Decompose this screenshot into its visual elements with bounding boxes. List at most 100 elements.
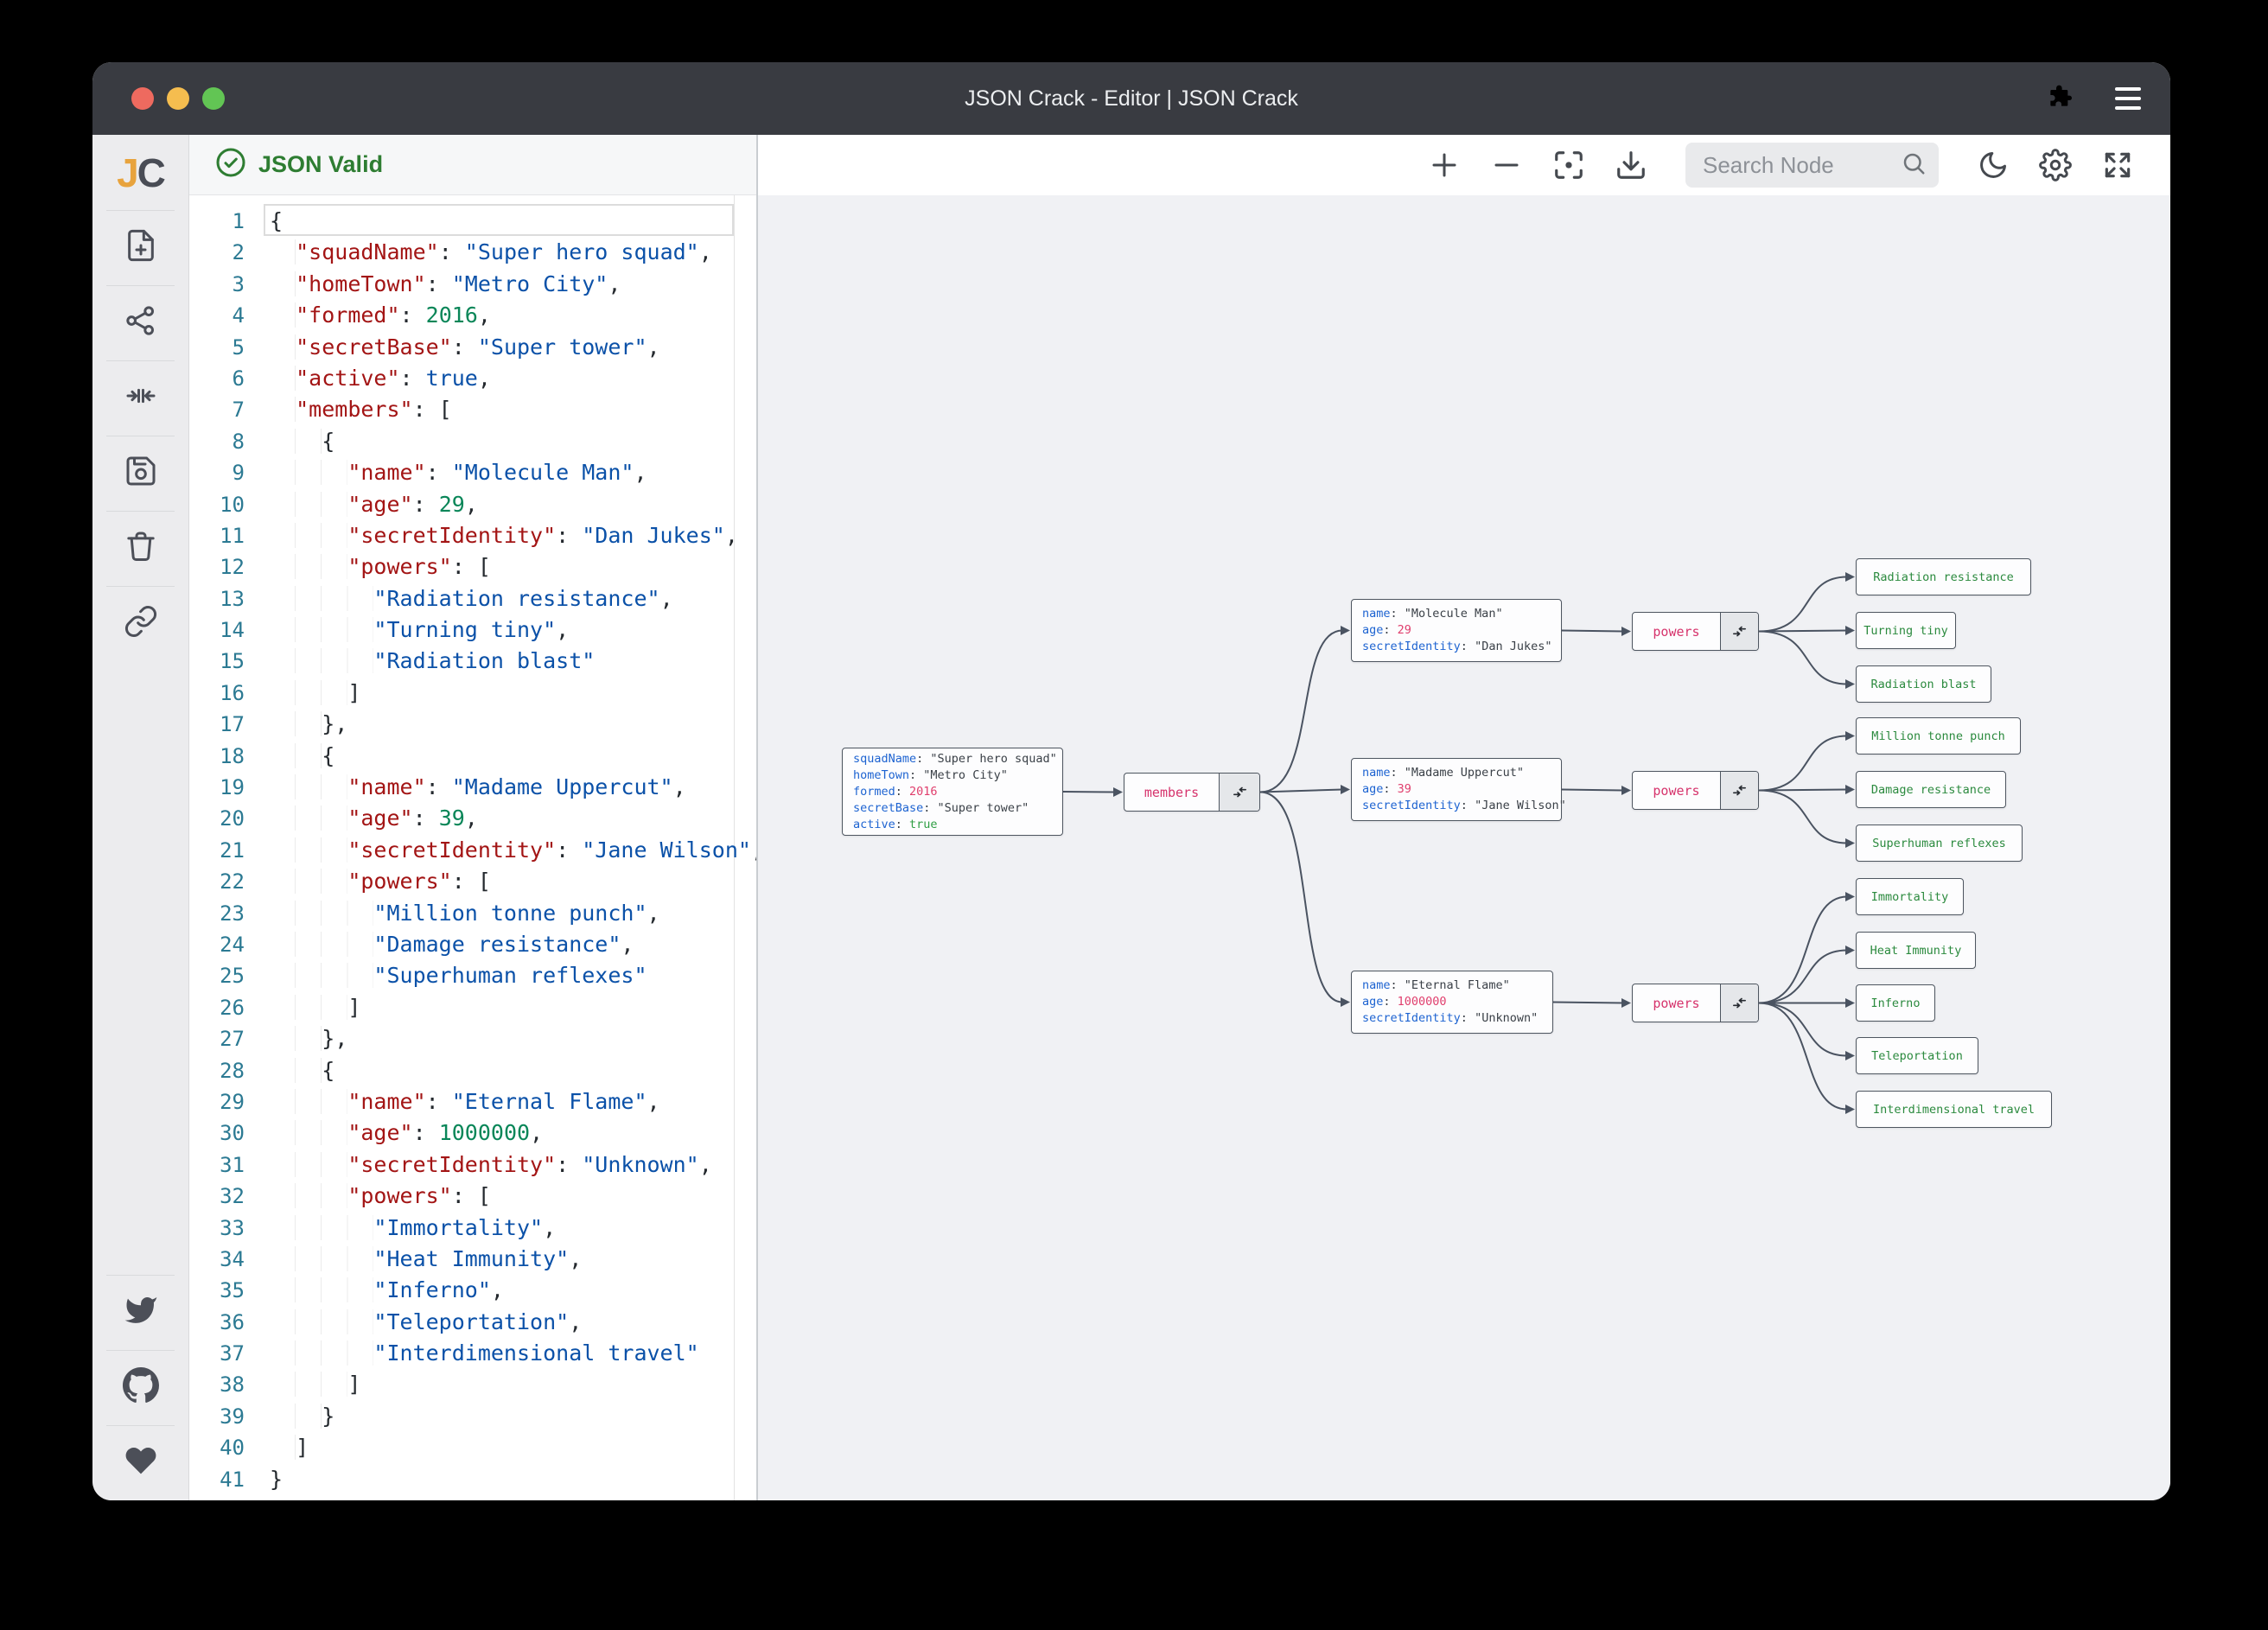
editor-line[interactable]: 22 "powers": [ [189, 866, 756, 897]
editor-line[interactable]: 14 "Turning tiny", [189, 614, 756, 646]
graph-node-leaf[interactable]: Interdimensional travel [1856, 1091, 2052, 1128]
editor-line[interactable]: 12 "powers": [ [189, 551, 756, 583]
editor-line[interactable]: 9 "name": "Molecule Man", [189, 457, 756, 488]
editor-line[interactable]: 7 "members": [ [189, 394, 756, 425]
editor-line[interactable]: 26 ] [189, 992, 756, 1023]
close-button[interactable] [131, 87, 154, 110]
graph-node-leaf[interactable]: Turning tiny [1856, 612, 1956, 649]
collapse-node-button[interactable] [1720, 772, 1758, 809]
editor-line[interactable]: 38 ] [189, 1369, 756, 1400]
graph-node-leaf[interactable]: Immortality [1856, 878, 1964, 915]
editor-line[interactable]: 18 { [189, 741, 756, 772]
graph-node-powers[interactable]: powers [1632, 771, 1759, 810]
sidebar-item-new-document[interactable] [92, 210, 188, 285]
collapse-node-button[interactable] [1720, 613, 1758, 650]
logo[interactable]: JC [92, 135, 188, 210]
graph-edge [1259, 788, 1343, 793]
extensions-puzzle-icon[interactable] [2046, 83, 2074, 115]
editor-line[interactable]: 10 "age": 29, [189, 489, 756, 520]
editor-line[interactable]: 31 "secretIdentity": "Unknown", [189, 1149, 756, 1181]
editor-line[interactable]: 33 "Immortality", [189, 1213, 756, 1244]
sidebar-item-twitter[interactable] [92, 1275, 188, 1350]
center-view-button[interactable] [1552, 149, 1585, 181]
line-number: 37 [220, 1341, 245, 1366]
sidebar-item-graph-view[interactable] [92, 285, 188, 360]
editor-line[interactable]: 8 { [189, 426, 756, 457]
editor-line[interactable]: 3 "homeTown": "Metro City", [189, 269, 756, 300]
editor-line[interactable]: 27 }, [189, 1023, 756, 1054]
editor-line[interactable]: 37 "Interdimensional travel" [189, 1338, 756, 1369]
line-number: 6 [232, 366, 245, 391]
editor-line[interactable]: 32 "powers": [ [189, 1181, 756, 1212]
editor-line[interactable]: 40 ] [189, 1432, 756, 1463]
graph-node-leaf[interactable]: Heat Immunity [1856, 932, 1976, 969]
sidebar-item-save[interactable] [92, 436, 188, 511]
editor-line[interactable]: 41} [189, 1464, 756, 1495]
settings-button[interactable] [2039, 149, 2072, 181]
editor-line[interactable]: 2 "squadName": "Super hero squad", [189, 237, 756, 268]
sidebar-item-github[interactable] [92, 1350, 188, 1425]
editor-line[interactable]: 24 "Damage resistance", [189, 929, 756, 960]
editor-line[interactable]: 15 "Radiation blast" [189, 646, 756, 677]
editor-line[interactable]: 17 }, [189, 709, 756, 740]
code-editor[interactable]: 1{2 "squadName": "Super hero squad",3 "h… [189, 195, 756, 1500]
menu-icon[interactable] [2115, 87, 2141, 110]
editor-line[interactable]: 21 "secretIdentity": "Jane Wilson", [189, 835, 756, 866]
collapse-node-button[interactable] [1720, 984, 1758, 1022]
toggle-theme-button[interactable] [1977, 149, 2010, 181]
editor-line[interactable]: 35 "Inferno", [189, 1275, 756, 1306]
graph-canvas[interactable]: squadName: "Super hero squad"homeTown: "… [758, 195, 2170, 1500]
graph-node-leaf[interactable]: Radiation blast [1856, 665, 1991, 703]
graph-edge [1758, 1002, 1848, 1111]
collapse-node-button[interactable] [1219, 774, 1259, 811]
editor-line[interactable]: 39 } [189, 1401, 756, 1432]
sidebar-item-sponsor[interactable] [92, 1425, 188, 1500]
graph-node-object[interactable]: squadName: "Super hero squad"homeTown: "… [842, 748, 1063, 836]
editor-line[interactable]: 5 "secretBase": "Super tower", [189, 332, 756, 363]
graph-node-leaf[interactable]: Superhuman reflexes [1856, 825, 2023, 862]
node-row: secretIdentity: "Dan Jukes" [1362, 640, 1552, 653]
zoom-button[interactable] [202, 87, 225, 110]
zoom-in-button[interactable] [1428, 149, 1461, 181]
download-image-button[interactable] [1615, 149, 1647, 181]
editor-line[interactable]: 25 "Superhuman reflexes" [189, 960, 756, 991]
editor-line[interactable]: 13 "Radiation resistance", [189, 583, 756, 614]
editor-line[interactable]: 34 "Heat Immunity", [189, 1244, 756, 1275]
search-node-input[interactable] [1703, 151, 1901, 179]
graph-node-leaf[interactable]: Million tonne punch [1856, 717, 2021, 755]
node-row: name: "Madame Uppercut" [1362, 766, 1524, 780]
editor-line[interactable]: 36 "Teleportation", [189, 1307, 756, 1338]
sidebar-item-delete[interactable] [92, 511, 188, 586]
editor-line[interactable]: 16 ] [189, 678, 756, 709]
editor-line[interactable]: 23 "Million tonne punch", [189, 898, 756, 929]
editor-line[interactable]: 11 "secretIdentity": "Dan Jukes", [189, 520, 756, 551]
editor-line[interactable]: 30 "age": 1000000, [189, 1117, 756, 1149]
line-number: 2 [232, 240, 245, 265]
graph-node-leaf[interactable]: Damage resistance [1856, 771, 2006, 808]
graph-node-powers[interactable]: powers [1632, 612, 1759, 651]
graph-node-leaf[interactable]: Radiation resistance [1856, 558, 2031, 595]
editor-line[interactable]: 29 "name": "Eternal Flame", [189, 1086, 756, 1117]
sidebar-item-collapse[interactable] [92, 360, 188, 436]
graph-node-members[interactable]: members [1124, 773, 1260, 812]
sidebar-item-share-link[interactable] [92, 586, 188, 661]
editor-line[interactable]: 6 "active": true, [189, 363, 756, 394]
line-number: 19 [220, 775, 245, 800]
editor-line[interactable]: 1{ [189, 206, 756, 237]
minimize-button[interactable] [167, 87, 189, 110]
graph-node-leaf[interactable]: Inferno [1856, 984, 1935, 1022]
graph-node-powers[interactable]: powers [1632, 984, 1759, 1022]
graph-node-leaf[interactable]: Teleportation [1856, 1037, 1978, 1074]
fullscreen-button[interactable] [2101, 149, 2134, 181]
editor-line[interactable]: 4 "formed": 2016, [189, 300, 756, 331]
graph-edges [1062, 572, 1855, 1114]
editor-line[interactable]: 28 { [189, 1055, 756, 1086]
zoom-out-button[interactable] [1490, 149, 1523, 181]
editor-line[interactable]: 20 "age": 39, [189, 803, 756, 834]
edge-arrowhead [1845, 946, 1855, 955]
editor-line[interactable]: 19 "name": "Madame Uppercut", [189, 772, 756, 803]
search-icon[interactable] [1901, 150, 1927, 181]
